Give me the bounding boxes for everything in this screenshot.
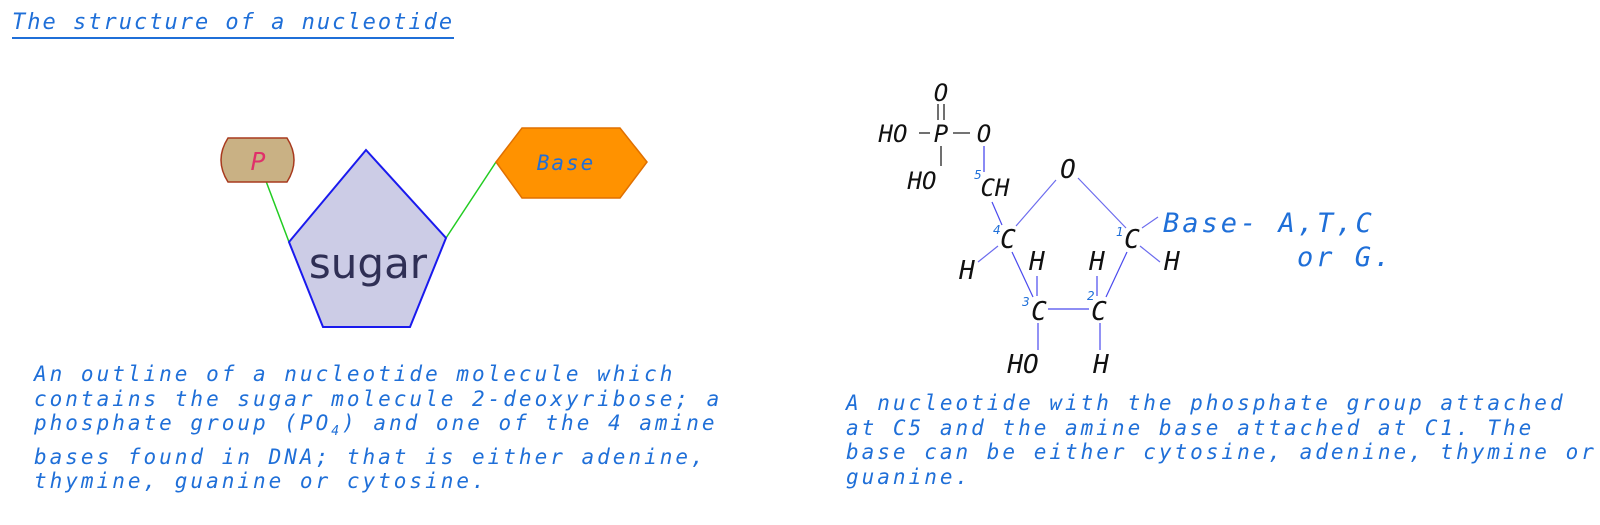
base-hexagon [495, 127, 648, 199]
phosphate-label: P [250, 147, 265, 176]
caption-right-line3: base can be either cytosine, adenine, th… [846, 440, 1597, 464]
atom-ho-left: HO [878, 120, 908, 148]
base-label: Base [537, 151, 596, 175]
atom-c2: C [1091, 297, 1107, 327]
caption-left: An outline of a nucleotide molecule whic… [34, 362, 722, 494]
caption-right-line2: at C5 and the amine base attached at C1.… [846, 415, 1535, 440]
nucleotide-outline: P sugar Base [220, 127, 648, 328]
sugar-base-link [445, 161, 497, 239]
atom-ho-bottom: HO [907, 167, 937, 195]
base-options-line2: or G. [1297, 242, 1393, 273]
c1-h-bond [1139, 245, 1161, 263]
carbon-number-1: 1 [1116, 225, 1124, 239]
caption-left-line3a: phosphate group (PO [34, 411, 332, 435]
atom-h-c2-down: H [1092, 350, 1109, 380]
caption-right-line4: guanine. [846, 464, 972, 489]
page-title: The structure of a nucleotide [12, 10, 455, 39]
atom-h-c3-up: H [1028, 247, 1045, 277]
c1-base-bond [1141, 216, 1159, 229]
c4-ringo-bond [1015, 179, 1057, 227]
structural-formula: O HO P O HO CH O C C C C H H H H HO H 5 … [878, 79, 1393, 380]
atom-h-c1: H [1163, 247, 1180, 277]
carbon-number-4: 4 [993, 223, 1001, 237]
caption-left-subscript: 4 [331, 424, 343, 440]
carbon-number-5: 5 [974, 168, 982, 182]
base-options-line1: Base- A,T,C [1163, 208, 1375, 239]
c4-c3-bond [1011, 251, 1034, 298]
atom-c4: C [1000, 225, 1016, 255]
caption-right: A nucleotide with the phosphate group at… [846, 391, 1597, 489]
ch-c4-bond [991, 201, 1003, 226]
caption-left-line2: contains the sugar molecule 2-deoxyribos… [34, 386, 723, 411]
c2-c1-bond [1105, 251, 1128, 298]
atom-c1: C [1124, 225, 1140, 255]
atom-h-c2-up: H [1088, 247, 1105, 277]
sugar-pentagon [287, 148, 448, 328]
caption-left-line4: bases found in DNA; that is either adeni… [34, 444, 707, 469]
phosphate-shape [220, 137, 295, 183]
carbon-number-2: 2 [1087, 289, 1095, 303]
atom-ch: CH [981, 174, 1010, 202]
ringo-c1-bond [1077, 177, 1127, 229]
atom-p: P [934, 120, 949, 148]
carbon-number-3: 3 [1022, 295, 1030, 309]
caption-left-line5: thymine, guanine or cytosine. [34, 469, 488, 494]
caption-right-line1: A nucleotide with the phosphate group at… [846, 391, 1566, 415]
atom-o-right: O [977, 120, 991, 148]
caption-left-line1: An outline of a nucleotide molecule whic… [34, 362, 676, 386]
sugar-label: sugar [309, 239, 428, 288]
caption-left-line3b: ) and one of the 4 amine [342, 411, 718, 435]
atom-ho-c3: HO [1006, 350, 1038, 380]
atom-c3: C [1031, 297, 1047, 327]
atom-o-double: O [934, 79, 948, 107]
c4-h-bond [977, 245, 999, 263]
atom-h-c4: H [958, 256, 975, 286]
atom-ring-o: O [1060, 155, 1076, 185]
